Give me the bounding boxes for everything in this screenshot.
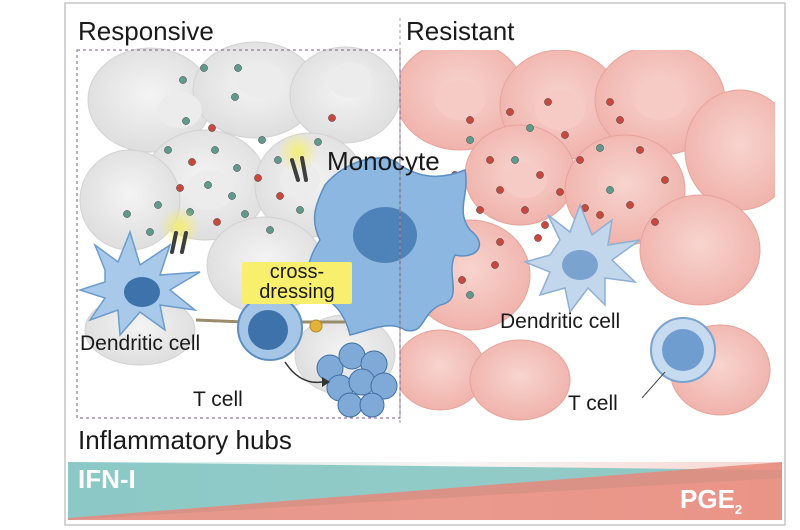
cytokine-dot bbox=[154, 201, 162, 209]
cytokine-dot bbox=[534, 234, 542, 242]
cytokine-dot bbox=[661, 176, 669, 184]
cytokine-dot bbox=[233, 164, 241, 172]
dendritic-nucleus bbox=[124, 277, 160, 307]
cytokine-dot bbox=[200, 64, 208, 72]
dendritic-cell-right-label: Dendritic cell bbox=[500, 310, 621, 333]
cytokine-dot bbox=[204, 181, 212, 189]
t-cell-nucleus bbox=[662, 329, 704, 371]
cytokine-dot bbox=[164, 146, 172, 154]
cytokine-dot bbox=[211, 146, 219, 154]
cytokine-dot bbox=[576, 156, 584, 164]
t-cell-nucleus bbox=[248, 310, 288, 350]
cross-dressing-box: cross- dressing bbox=[242, 262, 352, 304]
ifn-i-label: IFN-I bbox=[78, 464, 136, 494]
cytokine-dot bbox=[496, 238, 504, 246]
cytokine-dot bbox=[616, 116, 624, 124]
cytokine-dot bbox=[213, 218, 221, 226]
pge-subscript: 2 bbox=[734, 502, 743, 518]
cytokine-dot bbox=[466, 136, 474, 144]
cytokine-dot bbox=[506, 108, 514, 116]
t-cell-cluster bbox=[316, 342, 398, 418]
cytokine-dot bbox=[476, 206, 484, 214]
cytokine-dot bbox=[466, 116, 474, 124]
inflammatory-hubs-label: Inflammatory hubs bbox=[78, 425, 292, 455]
cytokine-dot bbox=[254, 174, 262, 182]
cytokine-dot bbox=[526, 124, 534, 132]
cytokine-dot bbox=[636, 146, 644, 154]
cytokine-dot bbox=[208, 124, 216, 132]
cytokine-dot bbox=[276, 192, 284, 200]
panel-title-resistant: Resistant bbox=[406, 16, 515, 46]
cytokine-dot bbox=[123, 210, 131, 218]
cytokine-dot bbox=[458, 276, 466, 284]
receptor bbox=[170, 156, 308, 254]
cytokine-dot bbox=[182, 117, 190, 125]
cytokine-dot bbox=[596, 144, 604, 152]
cytokine-dot bbox=[466, 291, 474, 299]
receptor-glow bbox=[160, 207, 200, 247]
receptor-glow bbox=[278, 132, 318, 172]
cytokine-dot bbox=[596, 211, 604, 219]
cytokine-dot bbox=[496, 186, 504, 194]
cytokine-dot bbox=[176, 184, 184, 192]
pge-text: PGE bbox=[680, 484, 735, 514]
cytokine-dot bbox=[179, 76, 187, 84]
dendritic-cell-left-label: Dendritic cell bbox=[80, 332, 201, 355]
synapse-node bbox=[309, 319, 323, 333]
gradient-band-right bbox=[68, 462, 782, 520]
cytokine-dot bbox=[228, 192, 236, 200]
cytokine-dot bbox=[544, 98, 552, 106]
cytokine-dot bbox=[328, 114, 336, 122]
cytokine-dot bbox=[521, 206, 529, 214]
t-cell-right-label: T cell bbox=[568, 392, 618, 415]
cytokine-dot bbox=[651, 218, 659, 226]
cytokine-dot bbox=[511, 156, 519, 164]
monocyte-label: Monocyte bbox=[327, 146, 440, 176]
cytokine-dot bbox=[296, 206, 304, 214]
cytokine-dot bbox=[266, 226, 274, 234]
t-cell-leader bbox=[641, 371, 666, 399]
cytokine-dot bbox=[146, 228, 154, 236]
proliferation-arrow bbox=[284, 361, 323, 384]
cytokine-dot bbox=[556, 188, 564, 196]
t-cell-left-label: T cell bbox=[193, 388, 243, 411]
panel-title-responsive: Responsive bbox=[78, 16, 214, 46]
pge2-label: PGE2 bbox=[680, 484, 742, 517]
cytokine-dot bbox=[491, 261, 499, 269]
cytokine-dot bbox=[606, 186, 614, 194]
cytokine-dot bbox=[231, 93, 239, 101]
cytokine-dot bbox=[486, 156, 494, 164]
cross-dressing-line2: dressing bbox=[259, 281, 335, 303]
dendritic-nucleus bbox=[562, 250, 598, 280]
cytokine-dot bbox=[541, 221, 549, 229]
cytokine-dot bbox=[561, 131, 569, 139]
cytokine-dot bbox=[258, 136, 266, 144]
cytokine-dot bbox=[606, 98, 614, 106]
cytokine-dot bbox=[626, 201, 634, 209]
cytokine-dot bbox=[234, 64, 242, 72]
cytokine-dot bbox=[188, 158, 196, 166]
cytokine-dot bbox=[241, 210, 249, 218]
cytokine-dot bbox=[536, 171, 544, 179]
monocyte-nucleus bbox=[353, 207, 417, 263]
cross-dressing-line1: cross- bbox=[269, 261, 325, 283]
